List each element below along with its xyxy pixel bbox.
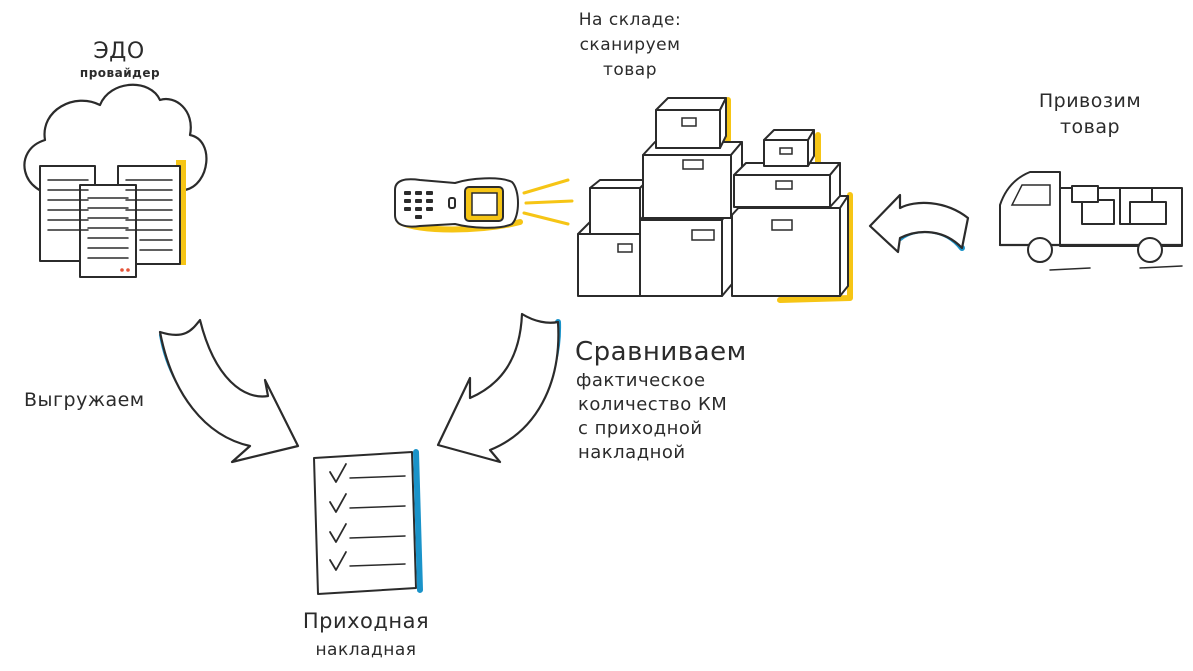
boxes-stack-icon bbox=[577, 97, 853, 303]
compare-label-line4: с приходной bbox=[578, 418, 703, 439]
delivery-truck-icon bbox=[998, 171, 1184, 271]
edo-subtitle: провайдер bbox=[79, 66, 161, 80]
warehouse-label-line2: сканируем bbox=[579, 35, 681, 55]
warehouse-label-line1: На складе: bbox=[578, 10, 682, 30]
arrow-truck-to-warehouse bbox=[868, 193, 970, 254]
warehouse-label-line3: товар bbox=[602, 60, 658, 80]
invoice-label-line2: накладная bbox=[315, 640, 417, 660]
delivery-label-line1: Привозим bbox=[1038, 90, 1142, 112]
compare-label-line5: накладной bbox=[578, 442, 686, 463]
compare-label-line1: Сравниваем bbox=[575, 337, 747, 367]
export-label: Выгружаем bbox=[24, 389, 145, 411]
checklist-document-icon bbox=[313, 449, 423, 595]
delivery-label-line2: товар bbox=[1059, 116, 1121, 138]
barcode-scanner-icon bbox=[394, 177, 574, 233]
arrow-export-to-invoice bbox=[158, 318, 300, 464]
compare-label-line3: количество КМ bbox=[578, 394, 728, 415]
invoice-label-line1: Приходная bbox=[302, 609, 430, 633]
edo-title: ЭДО bbox=[93, 39, 145, 64]
compare-label-line2: фактическое bbox=[576, 370, 706, 391]
arrow-compare-to-invoice bbox=[436, 312, 562, 464]
cloud-server-icon bbox=[23, 83, 208, 278]
